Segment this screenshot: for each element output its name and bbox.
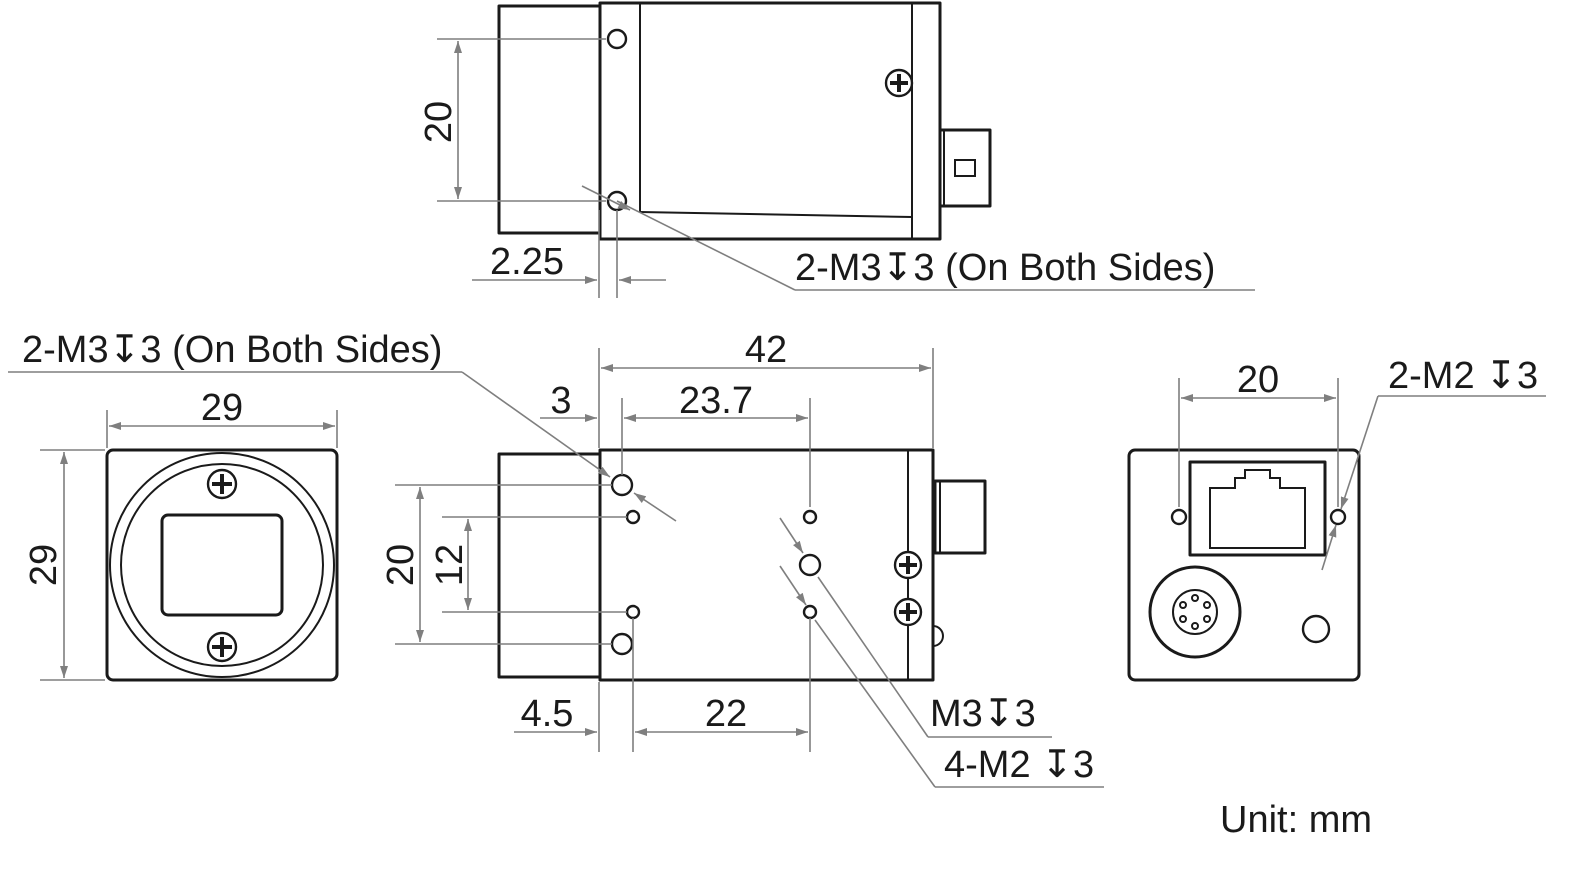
side-view-screw-lower-icon xyxy=(893,597,923,627)
side-view-dim-20: 20 xyxy=(380,544,422,586)
rear-view: 20 2-M2 ↧3 xyxy=(1127,355,1546,682)
side-view-lens-mount xyxy=(497,452,602,679)
side-view-hole-m2-right-upper xyxy=(802,509,818,525)
front-view: 29 29 xyxy=(23,387,339,682)
side-view-dim-12: 12 xyxy=(429,544,471,586)
top-view-connector xyxy=(938,128,992,208)
side-view-dim-22: 22 xyxy=(705,693,747,735)
side-view-dim-4-5: 4.5 xyxy=(521,693,574,735)
side-view: 42 3 23.7 20 12 4.5 22 2-M3↧3 (On Both S… xyxy=(8,329,1104,788)
side-view-hole-m3-upper xyxy=(610,473,634,497)
side-view-hole-m2-lower xyxy=(625,604,641,620)
top-view-hole-upper xyxy=(606,28,628,50)
side-view-hole-m3-center xyxy=(798,553,822,577)
side-view-callout-top: 2-M3↧3 (On Both Sides) xyxy=(22,329,442,371)
side-view-body xyxy=(598,448,935,682)
front-view-screw-top-icon xyxy=(206,468,238,500)
front-view-dim-width: 29 xyxy=(201,387,243,429)
top-view-dim-offset: 2.25 xyxy=(490,241,564,283)
side-view-callout-m3: M3↧3 xyxy=(930,693,1036,735)
top-view-callout: 2-M3↧3 (On Both Sides) xyxy=(795,247,1215,289)
side-view-dim-length: 42 xyxy=(745,329,787,371)
side-view-dim-3: 3 xyxy=(550,380,571,422)
front-view-dim-height: 29 xyxy=(23,544,65,586)
top-view-dim-height: 20 xyxy=(418,101,460,143)
side-view-hole-m2-right-lower xyxy=(802,604,818,620)
top-view-screw-icon xyxy=(884,68,914,98)
front-view-screw-bottom-icon xyxy=(206,631,238,663)
top-view-body xyxy=(598,1,942,241)
rear-view-ethernet-port xyxy=(1188,460,1327,557)
rear-view-led xyxy=(1301,614,1331,644)
side-view-hole-m2-upper xyxy=(625,509,641,525)
unit-label: Unit: mm xyxy=(1220,799,1372,841)
side-view-connector xyxy=(933,479,987,555)
rear-view-callout: 2-M2 ↧3 xyxy=(1388,355,1538,397)
rear-view-dim-width: 20 xyxy=(1237,359,1279,401)
rear-view-hole-right xyxy=(1329,508,1347,526)
side-view-dim-23-7: 23.7 xyxy=(679,380,753,422)
rear-view-io-connector xyxy=(1148,565,1242,659)
rear-view-hole-left xyxy=(1170,508,1188,526)
side-view-callout-m2: 4-M2 ↧3 xyxy=(944,744,1094,786)
rear-view-ethernet-icon xyxy=(1209,469,1306,549)
side-view-hole-m3-lower xyxy=(610,632,634,656)
front-view-sensor-window xyxy=(160,513,284,617)
top-view-lens-mount xyxy=(497,4,602,235)
top-view: 20 2.25 2-M3↧3 (On Both Sides) xyxy=(418,1,1255,298)
side-view-screw-upper-icon xyxy=(893,550,923,580)
